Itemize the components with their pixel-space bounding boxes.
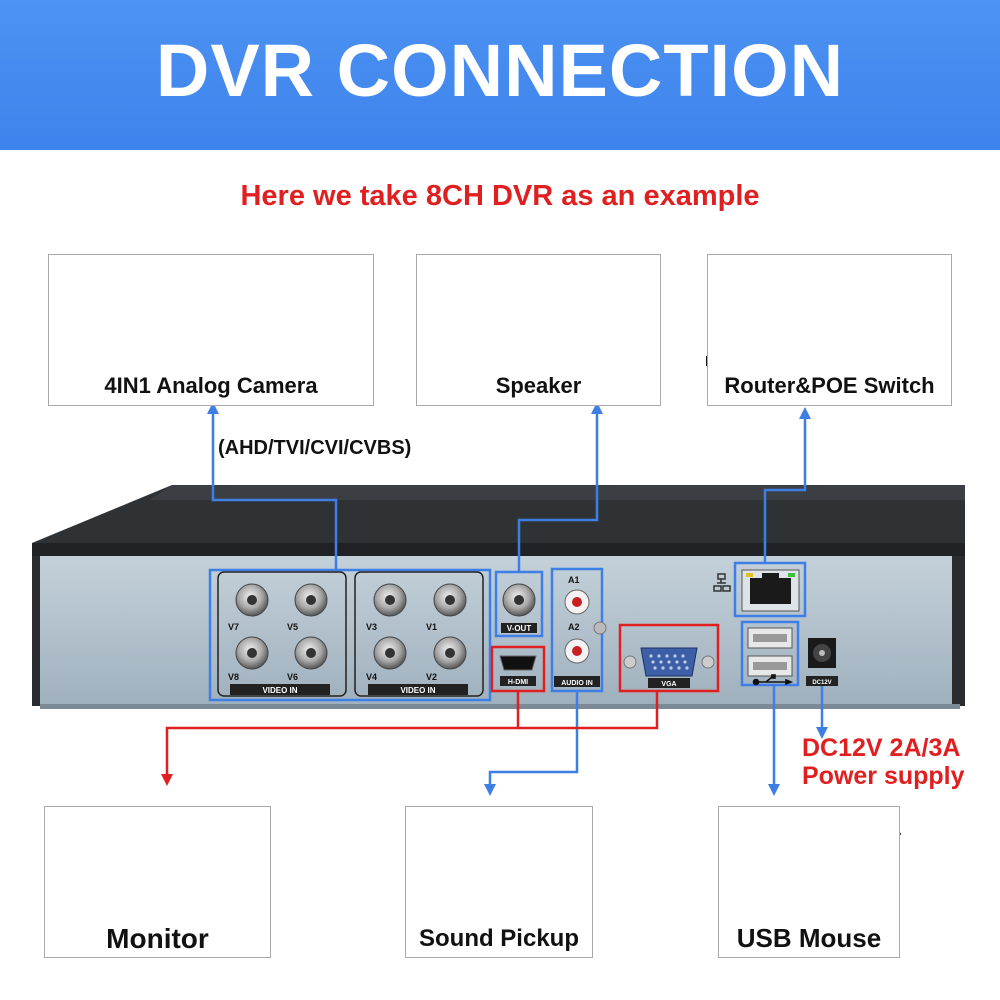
network-icon	[713, 573, 731, 592]
arrow-pickup	[484, 784, 496, 796]
speaker-line	[517, 413, 599, 572]
router-label: Router&POE Switch	[724, 373, 935, 398]
title-banner: DVR CONNECTION	[0, 0, 1000, 150]
camera-label: 4IN1 Analog Camera	[104, 373, 318, 398]
channel-label-v3: V3	[366, 622, 377, 632]
bnc-connectors	[235, 583, 467, 670]
svg-text:A1: A1	[568, 575, 580, 585]
video-in-label-left: VIDEO IN	[262, 686, 297, 695]
vga-port: VGA	[618, 623, 720, 693]
pickup-label: Sound Pickup	[418, 925, 579, 952]
audio-in-label: AUDIO IN	[561, 680, 593, 687]
dc-power-port: DC12V	[806, 638, 838, 686]
connection-lines-blue	[211, 413, 824, 785]
mouse-box: USB Mouse	[718, 806, 900, 958]
video-in-highlight	[208, 568, 492, 702]
power-label-line1: DC12V 2A/3A	[802, 734, 961, 762]
camera-line	[211, 413, 338, 570]
svg-text:V-OUT: V-OUT	[507, 624, 532, 633]
usb-icon	[752, 674, 794, 686]
arrow-power	[816, 727, 828, 739]
pickup-box: Sound Pickup	[405, 806, 593, 958]
dvr-recorder	[32, 485, 965, 709]
monitor-line-hdmi	[165, 691, 520, 775]
svg-text:VGA: VGA	[661, 681, 676, 688]
camera-box: 4IN1 Analog Camera	[48, 254, 374, 406]
page-title: DVR CONNECTION	[155, 29, 845, 112]
svg-text:H-DMI: H-DMI	[508, 679, 528, 686]
svg-text:A2: A2	[568, 622, 580, 632]
router-box: Router&POE Switch	[707, 254, 952, 406]
video-in-label-right: VIDEO IN	[400, 686, 435, 695]
arrow-camera	[207, 402, 219, 414]
channel-label-v2: V2	[426, 672, 437, 682]
video-in-ports: V7 V5 V8 V6 V3 V1 V4 V2 VIDEO IN VIDEO I…	[208, 568, 492, 702]
pickup-line	[488, 691, 579, 785]
router-line	[763, 418, 807, 563]
channel-label-v8: V8	[228, 672, 239, 682]
usb-ports	[740, 620, 800, 687]
monitor-label: Monitor	[106, 923, 209, 954]
mouse-label: USB Mouse	[736, 923, 882, 953]
dvr-top-panel	[32, 485, 965, 560]
subtitle: Here we take 8CH DVR as an example	[240, 180, 760, 212]
power-label-line2: Power supply	[802, 762, 965, 790]
channel-label-v4: V4	[366, 672, 377, 682]
monitor-box: Monitor	[44, 806, 271, 958]
speaker-box: Speaker	[416, 254, 661, 406]
channel-label-v1: V1	[426, 622, 437, 632]
lan-port	[713, 561, 807, 618]
channel-label-v5: V5	[287, 622, 298, 632]
monitor-line-vga	[518, 691, 659, 730]
channel-label-v7: V7	[228, 622, 239, 632]
channel-label-v6: V6	[287, 672, 298, 682]
svg-text:DC12V: DC12V	[812, 680, 831, 686]
arrowheads-blue	[207, 402, 828, 796]
speaker-label: Speaker	[495, 373, 582, 398]
arrow-router	[799, 407, 811, 419]
arrow-speaker	[591, 402, 603, 414]
connection-lines-red	[165, 691, 659, 775]
arrow-mouse	[768, 784, 780, 796]
arrow-monitor	[161, 774, 173, 786]
signal-types-label: (AHD/TVI/CVI/CVBS)	[218, 437, 412, 459]
